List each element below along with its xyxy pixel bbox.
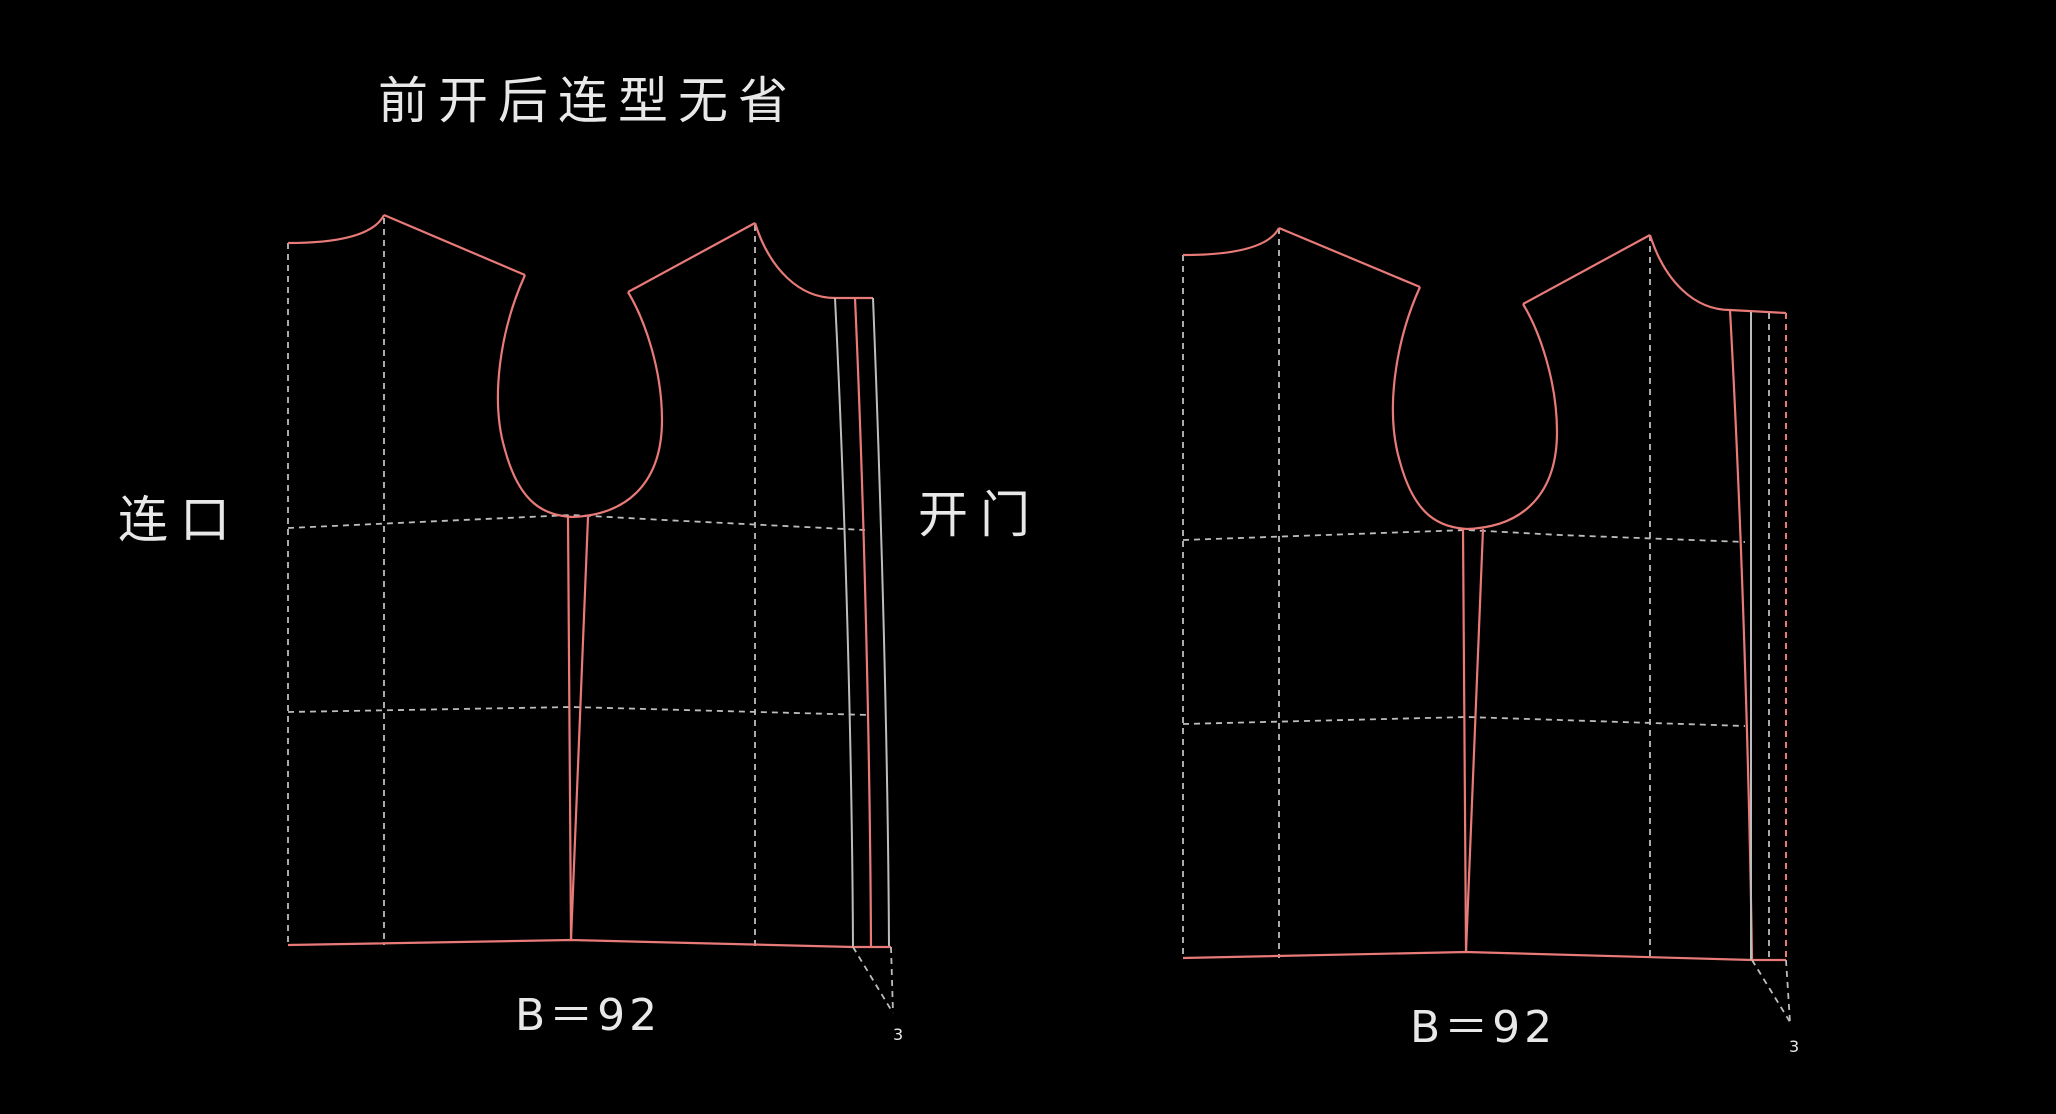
right-extension-leader [1751, 959, 1791, 1023]
right-back-neckline [1182, 227, 1280, 257]
left-back-shoulder [383, 213, 526, 277]
right-side-seam-front [1464, 528, 1485, 953]
left-back-neckline [287, 214, 385, 245]
right-bust-label: B＝92 [1410, 1002, 1556, 1053]
right-back-shoulder [1278, 226, 1421, 289]
right-back-armhole [1391, 286, 1468, 531]
left-opening-label: 开门 [918, 486, 1042, 544]
left-front-shoulder [627, 222, 756, 293]
left-side-seam-front [569, 516, 590, 941]
right-front-armhole [1466, 303, 1559, 531]
right-front-shoulder [1522, 234, 1651, 305]
left-side-seam-back [566, 516, 573, 941]
right-front-edge [1728, 309, 1754, 961]
left-extension-leader [852, 946, 894, 1014]
left-hem [287, 938, 854, 949]
left-front-neckline [753, 222, 873, 300]
left-extension-leader-2 [890, 946, 894, 1014]
right-extension-mark: 3 [1789, 1037, 1799, 1056]
left-front-center-line [853, 297, 873, 948]
right-front-neckline [1648, 234, 1787, 315]
right-side-seam-back [1461, 528, 1468, 953]
right-pattern: 3 B＝92 [1182, 226, 1799, 1056]
diagram-title: 前开后连型无省 [378, 72, 798, 130]
right-bust-line [1182, 529, 1746, 543]
left-front-edge-inner [834, 297, 854, 948]
left-bust-line [287, 514, 866, 531]
right-extension-leader-2 [1785, 959, 1791, 1023]
left-bust-label: B＝92 [515, 990, 661, 1041]
left-extension-mark: 3 [893, 1025, 903, 1044]
left-front-edge-outer [872, 297, 890, 948]
left-fold-label: 连口 [118, 491, 242, 549]
right-hem [1182, 950, 1753, 962]
left-pattern: 3 连口 开门 B＝92 [118, 213, 1042, 1044]
left-front-armhole [571, 291, 664, 519]
left-back-armhole [496, 274, 573, 519]
